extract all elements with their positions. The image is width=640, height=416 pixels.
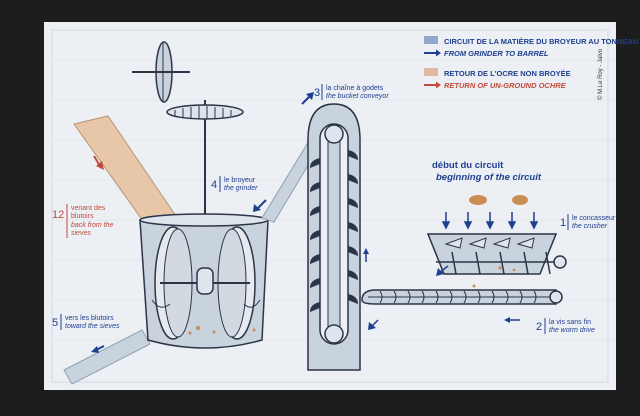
step5-fr: vers les blutoirs xyxy=(65,315,114,322)
step4-en: the grinder xyxy=(224,185,258,192)
gear-icon xyxy=(166,104,244,120)
crusher-drive-wheel xyxy=(553,255,567,269)
legend-swatch-blue xyxy=(424,36,438,44)
conveyor-bottom-arrow-icon xyxy=(368,319,379,330)
legend-item2-en: RETURN OF UN-GROUND OCHRE xyxy=(444,81,567,90)
step4-fr: le broyeur xyxy=(224,177,256,184)
conveyor-up-arrow-icon xyxy=(363,248,369,262)
legend-swatch-ochre xyxy=(424,68,438,76)
crusher xyxy=(426,195,567,276)
legend-item2-fr: RETOUR DE L'OCRE NON BROYÉE xyxy=(444,69,571,78)
step12-fr1: venant des xyxy=(71,205,106,212)
crusher-blue-arrow-icon xyxy=(436,265,449,276)
step1-num: 1 xyxy=(560,217,566,229)
panel-inner-border xyxy=(51,29,609,383)
step2-fr: la vis sans fin xyxy=(549,319,591,326)
legend-item1-fr: CIRCUIT DE LA MATIÈRE DU BROYEUR AU TONN… xyxy=(444,37,638,46)
credit-text: © M.Le Roy - Jalvo xyxy=(597,48,604,100)
step12-en2: sieves xyxy=(71,230,91,237)
step4-num: 4 xyxy=(211,179,217,191)
step2-num: 2 xyxy=(536,321,542,333)
worm-drive-wheel xyxy=(549,290,563,304)
legend-item1-en: FROM GRINDER TO BARREL xyxy=(444,49,549,58)
step12-en1: back from the xyxy=(71,222,114,229)
legend-arrow-blue-icon xyxy=(424,49,441,57)
step3-num: 3 xyxy=(314,87,320,99)
step12-fr2: blutoirs xyxy=(71,213,94,220)
outlet-blue-arrow-icon xyxy=(91,345,105,353)
step12-num: 12 xyxy=(52,209,64,221)
legend-arrow-red-icon xyxy=(424,81,441,89)
step3-fr: la chaîne à godets xyxy=(326,85,384,92)
step5-en: toward the sieves xyxy=(65,323,120,330)
step2-en: the worm drive xyxy=(549,327,595,334)
ochre-lump-2 xyxy=(512,195,528,205)
legend: CIRCUIT DE LA MATIÈRE DU BROYEUR AU TONN… xyxy=(424,36,638,90)
crusher-input-arrows xyxy=(441,212,539,230)
start-en: beginning of the circuit xyxy=(436,172,542,183)
chute-red-arrow-icon xyxy=(93,155,104,170)
grinder-blue-arrow-icon xyxy=(253,199,267,212)
conveyor-diag-arrow-icon xyxy=(301,92,314,105)
worm-blue-arrow-icon xyxy=(504,317,520,323)
worm-drive xyxy=(361,284,563,323)
outlet-chute xyxy=(63,329,151,385)
step1-fr: le concasseur xyxy=(572,215,616,222)
step3-en: the bucket conveyor xyxy=(326,93,389,100)
start-fr: début du circuit xyxy=(432,160,504,171)
step1-en: the crusher xyxy=(572,223,608,230)
ochre-lump-1 xyxy=(469,195,487,205)
bucket-conveyor xyxy=(261,92,379,371)
grinder xyxy=(132,41,269,349)
step5-num: 5 xyxy=(52,317,58,329)
